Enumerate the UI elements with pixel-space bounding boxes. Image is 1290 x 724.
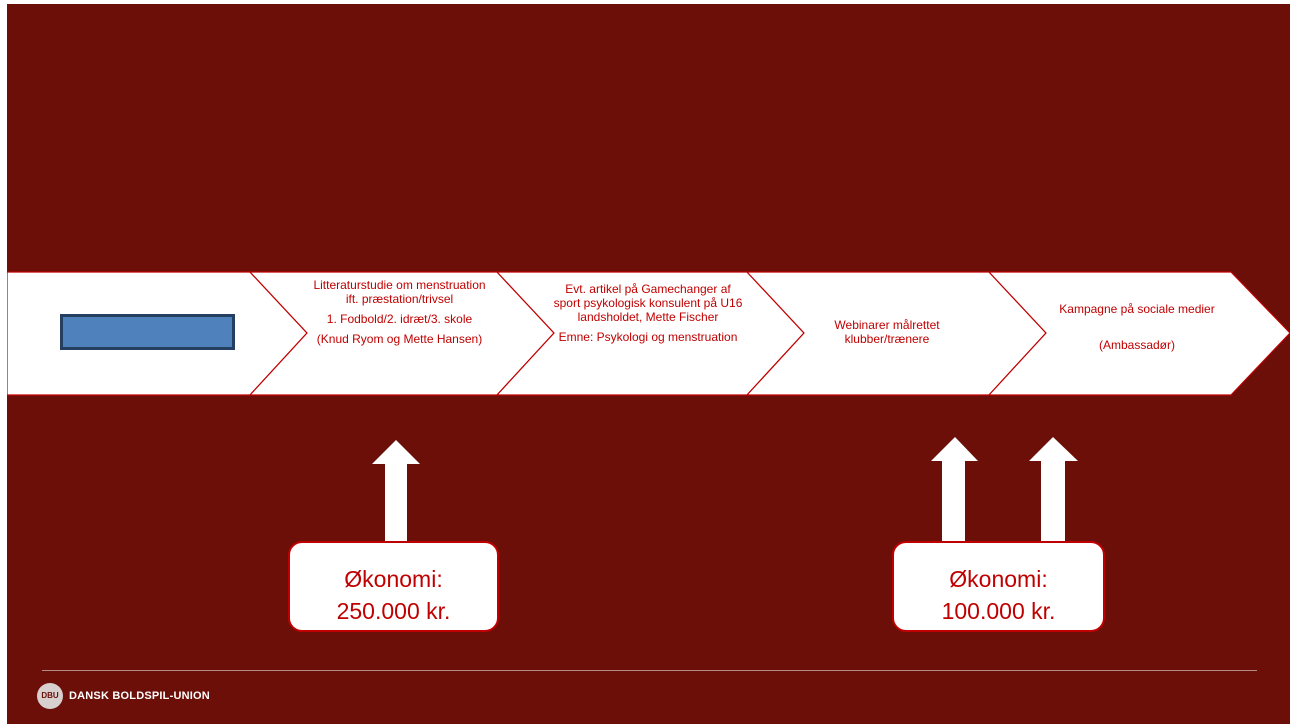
stage-5-line-1: Kampagne på sociale medier bbox=[1059, 302, 1215, 316]
budget-1-amount: 250.000 kr. bbox=[336, 598, 451, 624]
up-arrow-1 bbox=[372, 440, 420, 541]
blue-placeholder-box bbox=[60, 314, 235, 350]
stage-3-line-2: Emne: Psykologi og menstruation bbox=[558, 330, 738, 344]
process-flow bbox=[7, 271, 1290, 541]
stage-3-line-1: Evt. artikel på Gamechanger af sport psy… bbox=[553, 282, 743, 324]
up-arrow-2 bbox=[931, 437, 978, 541]
stage-2-text: Litteraturstudie om menstruation ift. pr… bbox=[307, 278, 492, 352]
stage-3-text: Evt. artikel på Gamechanger af sport psy… bbox=[553, 282, 743, 350]
stage-4-text: Webinarer målrettet klubber/trænere bbox=[807, 318, 967, 352]
stage-2-line-3: (Knud Ryom og Mette Hansen) bbox=[316, 332, 483, 346]
slide: Litteraturstudie om menstruation ift. pr… bbox=[7, 4, 1290, 724]
organization-name: DANSK BOLDSPIL-UNION bbox=[69, 690, 210, 702]
stage-2-line-2: 1. Fodbold/2. idræt/3. skole bbox=[326, 312, 473, 326]
budget-box-1: Økonomi: 250.000 kr. bbox=[288, 541, 499, 632]
dbu-logo: DBU bbox=[37, 683, 63, 709]
budget-1-label: Økonomi: bbox=[344, 566, 443, 592]
stage-5-text: Kampagne på sociale medier (Ambassadør) bbox=[1047, 302, 1227, 358]
stage-2-line-1: Litteraturstudie om menstruation ift. pr… bbox=[313, 278, 486, 306]
footer-divider bbox=[42, 670, 1257, 671]
budget-2-label: Økonomi: bbox=[949, 566, 1048, 592]
budget-box-2: Økonomi: 100.000 kr. bbox=[892, 541, 1105, 632]
stage-4-line-1: Webinarer målrettet klubber/trænere bbox=[834, 318, 940, 346]
up-arrow-3 bbox=[1029, 437, 1078, 541]
budget-2-amount: 100.000 kr. bbox=[941, 598, 1056, 624]
process-stage-5 bbox=[987, 271, 1290, 396]
stage-5-line-2: (Ambassadør) bbox=[1098, 338, 1175, 352]
